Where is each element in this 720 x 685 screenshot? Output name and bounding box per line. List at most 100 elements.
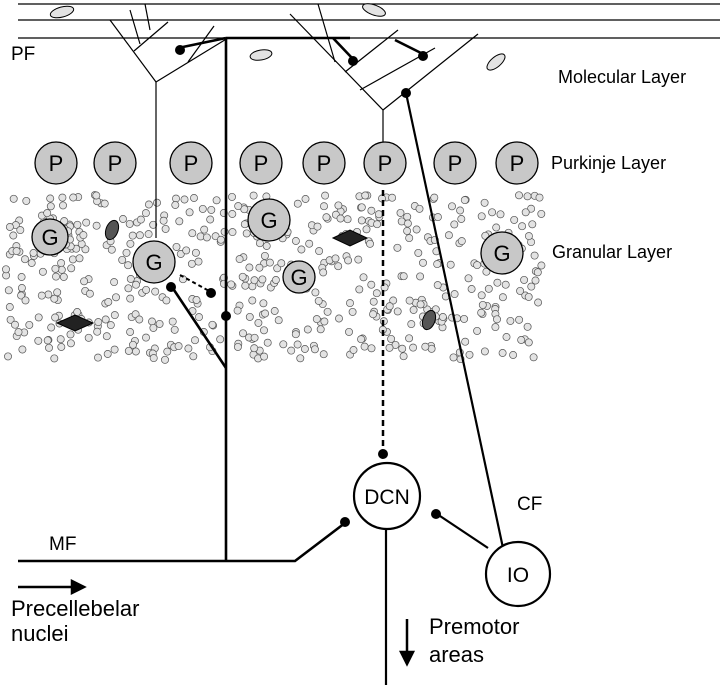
granular-dot xyxy=(367,206,376,215)
granular-dot xyxy=(241,281,250,290)
granular-dot xyxy=(320,317,329,326)
granular-dot xyxy=(122,248,131,257)
purkinje-cell-label: P xyxy=(378,151,393,176)
granular-dot xyxy=(59,201,67,210)
granular-dot xyxy=(148,317,156,326)
golgi-dashed-connection xyxy=(179,274,212,293)
purkinje-layer-label: Purkinje Layer xyxy=(551,153,666,173)
granular-dot xyxy=(279,340,288,349)
granular-dot xyxy=(102,332,111,341)
granular-dot xyxy=(131,310,140,319)
granular-dot xyxy=(110,311,119,320)
granular-dot xyxy=(50,354,59,363)
granular-dot xyxy=(132,280,140,289)
granular-dot xyxy=(416,272,425,281)
granular-dot xyxy=(502,333,511,341)
granular-dot xyxy=(161,355,169,364)
granular-dot xyxy=(149,220,158,229)
granular-dot xyxy=(189,352,198,361)
granular-dot xyxy=(43,209,52,218)
granular-dot xyxy=(482,267,491,276)
granular-dot xyxy=(110,278,119,287)
granular-dot xyxy=(405,234,414,243)
granular-dot xyxy=(93,327,102,336)
granular-dot xyxy=(228,228,237,237)
granular-dot xyxy=(142,333,150,342)
granular-dot xyxy=(85,289,94,298)
granular-dot xyxy=(362,225,371,234)
purkinje-cell-label: P xyxy=(448,151,463,176)
granular-dot xyxy=(155,319,164,328)
granular-dot xyxy=(355,285,364,294)
granular-dot xyxy=(175,217,184,226)
granular-dot xyxy=(300,345,309,353)
granular-dot xyxy=(192,296,201,304)
granular-dot xyxy=(14,328,23,337)
granular-dot xyxy=(412,225,421,234)
granular-dot xyxy=(313,222,322,231)
granular-dot xyxy=(448,202,456,211)
granular-dot xyxy=(153,198,161,207)
granular-dot xyxy=(136,215,145,224)
granular-dot xyxy=(260,352,269,361)
granular-dot xyxy=(126,294,135,303)
granular-dot xyxy=(240,220,249,229)
granular-dot xyxy=(444,231,453,240)
granular-dot xyxy=(467,285,476,293)
granular-dot xyxy=(187,259,196,268)
granular-dot xyxy=(343,215,352,224)
granular-dot xyxy=(174,342,183,351)
granule-cell: G xyxy=(480,231,524,275)
granular-dot xyxy=(21,255,29,264)
granular-dot xyxy=(245,263,254,272)
purkinje-cell-label: P xyxy=(510,151,525,176)
granular-dot xyxy=(477,291,486,300)
granular-dot xyxy=(273,264,282,273)
granular-dot xyxy=(194,257,203,266)
granular-dot xyxy=(110,345,119,354)
granular-dot xyxy=(305,239,314,248)
granular-dot xyxy=(450,220,459,229)
granular-dot xyxy=(414,248,423,257)
granular-dot xyxy=(191,336,199,345)
granular-dot xyxy=(480,198,489,207)
granular-dot xyxy=(518,222,527,231)
granular-dot xyxy=(242,229,251,238)
granular-dot xyxy=(56,335,65,344)
purkinje-cell: P xyxy=(34,141,78,185)
granular-dot xyxy=(405,296,414,305)
granule-cell-label: G xyxy=(41,225,58,250)
granular-dot xyxy=(240,205,249,214)
granular-dot xyxy=(125,219,134,228)
granular-dot xyxy=(25,320,34,329)
granular-dot xyxy=(346,299,354,308)
granular-dot xyxy=(433,281,442,290)
granular-dot xyxy=(191,248,200,257)
granular-dot xyxy=(534,298,543,307)
granular-dot xyxy=(416,300,425,309)
granular-dot xyxy=(369,297,378,306)
granular-dot xyxy=(142,285,151,294)
granular-dot xyxy=(523,322,532,331)
precerebellar-label-line1: Precellebelar xyxy=(11,596,139,621)
granular-dot xyxy=(477,212,486,221)
granule-cell-label: G xyxy=(260,208,277,233)
granular-dot xyxy=(349,346,358,354)
premotor-label-line2: areas xyxy=(429,642,484,667)
granular-dot xyxy=(361,191,370,200)
granular-dot xyxy=(528,220,537,229)
granular-dot xyxy=(258,275,267,284)
granular-dot xyxy=(523,192,532,201)
granular-dot xyxy=(409,343,418,352)
purkinje-cell: P xyxy=(93,141,137,185)
granular-dot xyxy=(92,191,101,200)
granular-dot xyxy=(16,226,25,235)
granular-dot xyxy=(250,344,259,353)
granular-dot xyxy=(319,350,328,359)
granular-dot xyxy=(310,345,319,354)
granular-dot xyxy=(291,330,300,339)
granular-dot xyxy=(357,216,366,225)
granular-dot xyxy=(207,205,216,214)
granular-dot xyxy=(107,245,116,254)
purkinje-cell: P xyxy=(433,141,477,185)
